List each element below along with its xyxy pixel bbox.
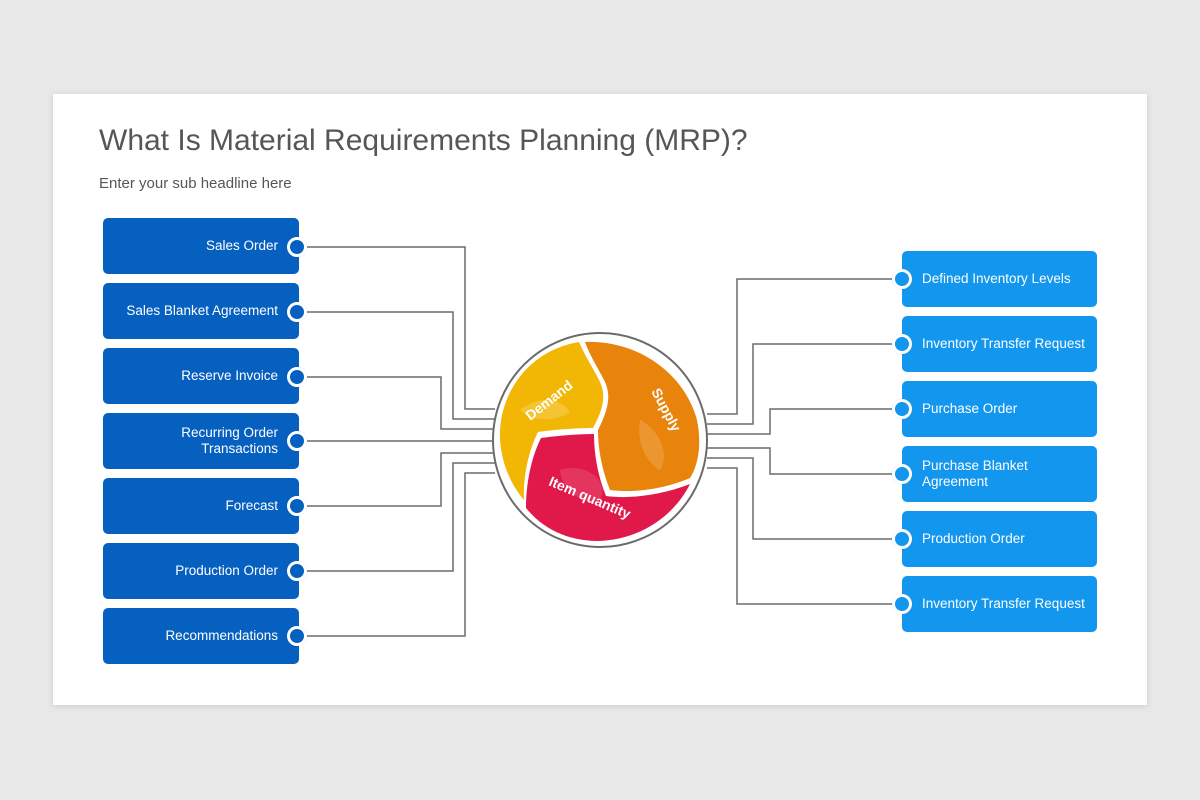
connector-forecast: [304, 452, 495, 507]
right-connector-dot: [892, 529, 912, 549]
left-item-production-order[interactable]: Production Order: [103, 543, 299, 599]
right-item-label: Inventory Transfer Request: [922, 336, 1085, 351]
connector-lines: [304, 246, 895, 637]
demand-segment: [499, 342, 604, 500]
left-item-label: Production Order: [175, 563, 278, 578]
left-item-label: Recommendations: [165, 628, 278, 643]
connector-inventory-transfer-request-2: [707, 467, 895, 605]
connector-recommendations: [304, 472, 495, 637]
connector-sales-order: [304, 246, 495, 410]
left-item-sales-order[interactable]: Sales Order: [103, 218, 299, 274]
right-item-defined-inventory-levels[interactable]: Defined Inventory Levels: [902, 251, 1097, 307]
right-item-purchase-blanket-agreement[interactable]: Purchase Blanket Agreement: [902, 446, 1097, 502]
center-wheel: Demand Supply Item quantity: [492, 332, 708, 548]
left-connector-dot: [287, 626, 307, 646]
right-item-purchase-order[interactable]: Purchase Order: [902, 381, 1097, 437]
left-item-label: Sales Blanket Agreement: [126, 303, 278, 318]
right-item-production-order[interactable]: Production Order: [902, 511, 1097, 567]
right-connector-dot: [892, 269, 912, 289]
left-item-reserve-invoice[interactable]: Reserve Invoice: [103, 348, 299, 404]
right-item-label: Production Order: [922, 531, 1025, 546]
right-item-label: Inventory Transfer Request: [922, 596, 1085, 611]
right-item-label: Defined Inventory Levels: [922, 271, 1071, 286]
left-item-recurring-order-transactions[interactable]: Recurring Order Transactions: [103, 413, 299, 469]
right-item-inventory-transfer-request[interactable]: Inventory Transfer Request: [902, 316, 1097, 372]
right-connector-dot: [892, 399, 912, 419]
connector-sales-blanket-agreement: [304, 311, 495, 420]
page-subtitle: Enter your sub headline here: [99, 175, 292, 192]
left-connector-dot: [287, 367, 307, 387]
left-connector-dot: [287, 431, 307, 451]
left-connector-dot: [287, 496, 307, 516]
left-item-forecast[interactable]: Forecast: [103, 478, 299, 534]
connector-inventory-transfer-request-1: [707, 343, 895, 425]
right-item-inventory-transfer-request-2[interactable]: Inventory Transfer Request: [902, 576, 1097, 632]
left-connector-dot: [287, 237, 307, 257]
right-item-label: Purchase Order: [922, 401, 1018, 416]
right-connector-dot: [892, 464, 912, 484]
connector-purchase-order: [707, 408, 895, 435]
item-quantity-segment: [526, 434, 690, 541]
connector-defined-inventory-levels: [707, 278, 895, 415]
left-item-recommendations[interactable]: Recommendations: [103, 608, 299, 664]
left-connector-dot: [287, 302, 307, 322]
left-item-label-line2: Transactions: [201, 441, 278, 456]
supply-segment: [585, 341, 700, 492]
left-item-label: Recurring Order: [181, 425, 278, 440]
right-connector-dot: [892, 594, 912, 614]
page-title: What Is Material Requirements Planning (…: [99, 124, 748, 157]
connector-production-order-left: [304, 462, 495, 572]
left-item-label: Forecast: [225, 498, 278, 513]
left-item-sales-blanket-agreement[interactable]: Sales Blanket Agreement: [103, 283, 299, 339]
connector-purchase-blanket-agreement: [707, 447, 895, 475]
left-item-label: Reserve Invoice: [181, 368, 278, 383]
right-connector-dot: [892, 334, 912, 354]
right-item-label-line2: Agreement: [922, 474, 989, 489]
connector-reserve-invoice: [304, 376, 495, 430]
left-item-label: Sales Order: [205, 238, 278, 253]
left-connector-dot: [287, 561, 307, 581]
right-item-label: Purchase Blanket: [922, 458, 1028, 473]
connector-production-order-right: [707, 457, 895, 540]
